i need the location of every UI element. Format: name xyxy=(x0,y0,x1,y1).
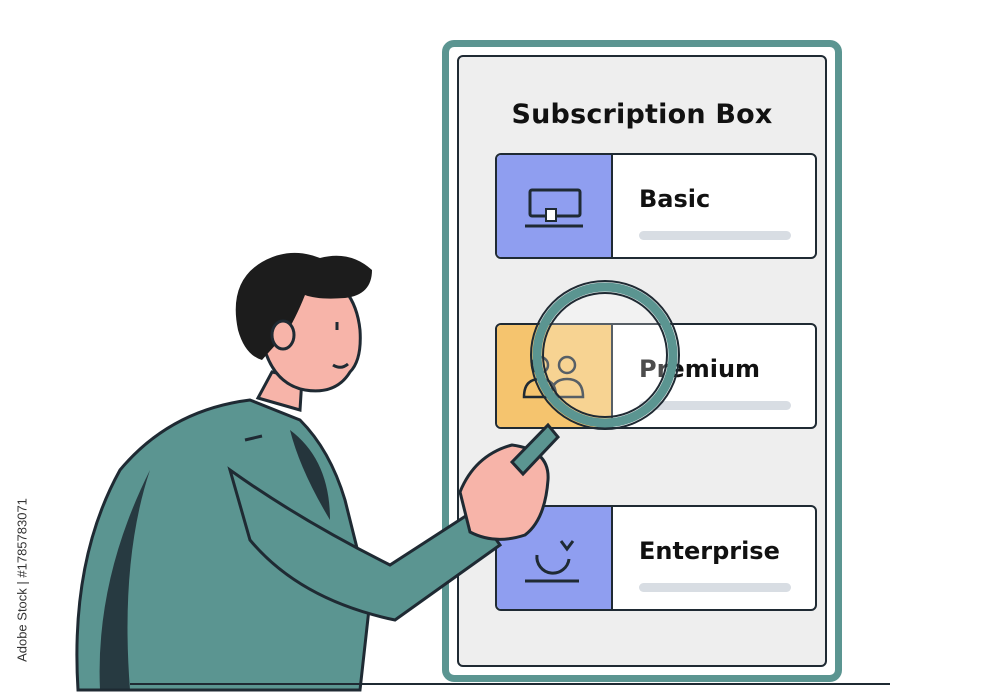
shirt-body xyxy=(75,398,372,692)
hair xyxy=(235,252,372,360)
magnifier-lens xyxy=(532,282,678,428)
plan-icon-box xyxy=(497,155,613,257)
device-frame: Subscription Box Basic xyxy=(442,40,842,682)
page-title: Subscription Box xyxy=(511,99,773,130)
monitor-icon xyxy=(525,188,583,228)
plan-description-bar xyxy=(639,401,791,410)
watermark-id: Adobe Stock | #1785783071 xyxy=(14,498,30,662)
ground-line xyxy=(130,683,890,685)
plan-label: Premium xyxy=(639,355,761,383)
refresh-icon xyxy=(525,540,579,583)
plan-card-basic[interactable]: Basic xyxy=(495,153,817,259)
arm xyxy=(227,466,503,622)
plan-description-bar xyxy=(639,583,791,592)
plan-card-premium[interactable]: Premium xyxy=(495,323,817,429)
plan-label: Basic xyxy=(639,185,711,213)
device-screen: Subscription Box Basic xyxy=(457,55,827,667)
plan-description-bar xyxy=(639,231,791,240)
plan-label: Enterprise xyxy=(639,537,780,565)
magnifier-handle xyxy=(509,422,561,477)
